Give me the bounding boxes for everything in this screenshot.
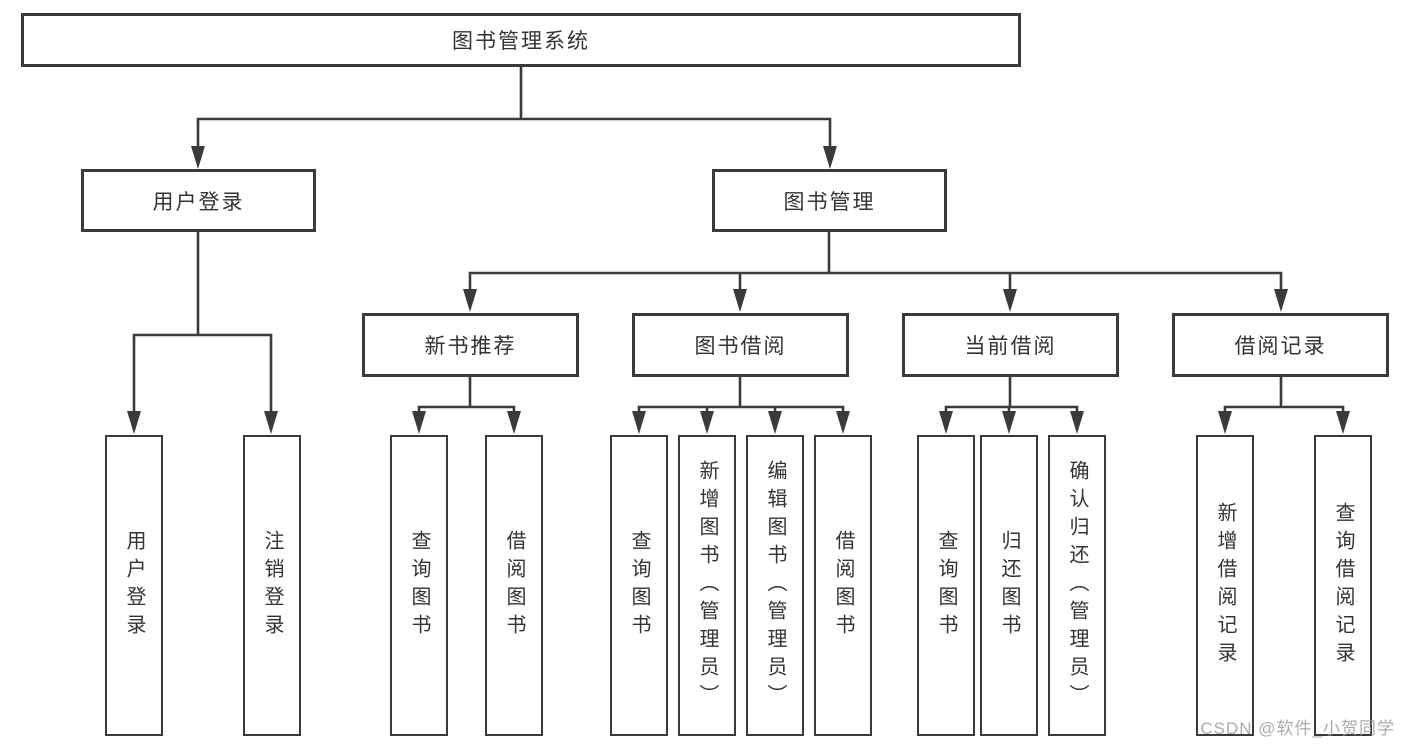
leaf-label: 查询借阅记录 [1332, 501, 1354, 670]
leaf-logout: 注销登录 [243, 435, 301, 736]
leaf-label: 新增图书（管理员） [696, 459, 718, 712]
leaf-label: 查询图书 [408, 529, 430, 642]
leaf-confirm-return-admin: 确认归还（管理员） [1048, 435, 1106, 736]
leaf-label: 新增借阅记录 [1214, 501, 1236, 670]
leaf-query-books-recommend: 查询图书 [390, 435, 448, 736]
node-label: 图书管理系统 [452, 30, 590, 53]
node-library-management-system: 图书管理系统 [21, 13, 1021, 67]
leaf-label: 编辑图书（管理员） [764, 459, 786, 712]
leaf-label: 查询图书 [628, 529, 650, 642]
node-label: 当前借阅 [964, 335, 1057, 358]
leaf-return-books: 归还图书 [980, 435, 1038, 736]
leaf-edit-books-admin: 编辑图书（管理员） [746, 435, 804, 736]
leaf-add-borrow-record: 新增借阅记录 [1196, 435, 1254, 736]
leaf-label: 借阅图书 [832, 529, 854, 642]
leaf-query-borrow-record: 查询借阅记录 [1314, 435, 1372, 736]
leaf-borrow-books-recommend: 借阅图书 [485, 435, 543, 736]
node-label: 新书推荐 [424, 335, 517, 358]
leaf-label: 借阅图书 [503, 529, 525, 642]
leaf-label: 查询图书 [935, 529, 957, 642]
node-label: 图书管理 [783, 190, 876, 214]
node-borrow-records: 借阅记录 [1172, 313, 1389, 377]
csdn-watermark: CSDN @软件_小贺同学 [1200, 719, 1395, 738]
leaf-add-books-admin: 新增图书（管理员） [678, 435, 736, 736]
node-user-login: 用户登录 [81, 169, 316, 232]
node-new-book-recommend: 新书推荐 [362, 313, 579, 377]
leaf-label: 确认归还（管理员） [1066, 459, 1088, 712]
node-label: 图书借阅 [694, 335, 787, 358]
leaf-label: 用户登录 [123, 529, 145, 642]
leaf-label: 注销登录 [261, 529, 283, 642]
node-book-borrow: 图书借阅 [632, 313, 849, 377]
leaf-label: 归还图书 [998, 529, 1020, 642]
leaf-user-login: 用户登录 [105, 435, 163, 736]
leaf-query-books-borrow: 查询图书 [610, 435, 668, 736]
leaf-query-books-current: 查询图书 [917, 435, 975, 736]
node-book-management: 图书管理 [712, 169, 947, 232]
node-label: 借阅记录 [1234, 335, 1327, 358]
node-label: 用户登录 [152, 190, 245, 214]
node-current-borrow: 当前借阅 [902, 313, 1119, 377]
leaf-borrow-books: 借阅图书 [814, 435, 872, 736]
